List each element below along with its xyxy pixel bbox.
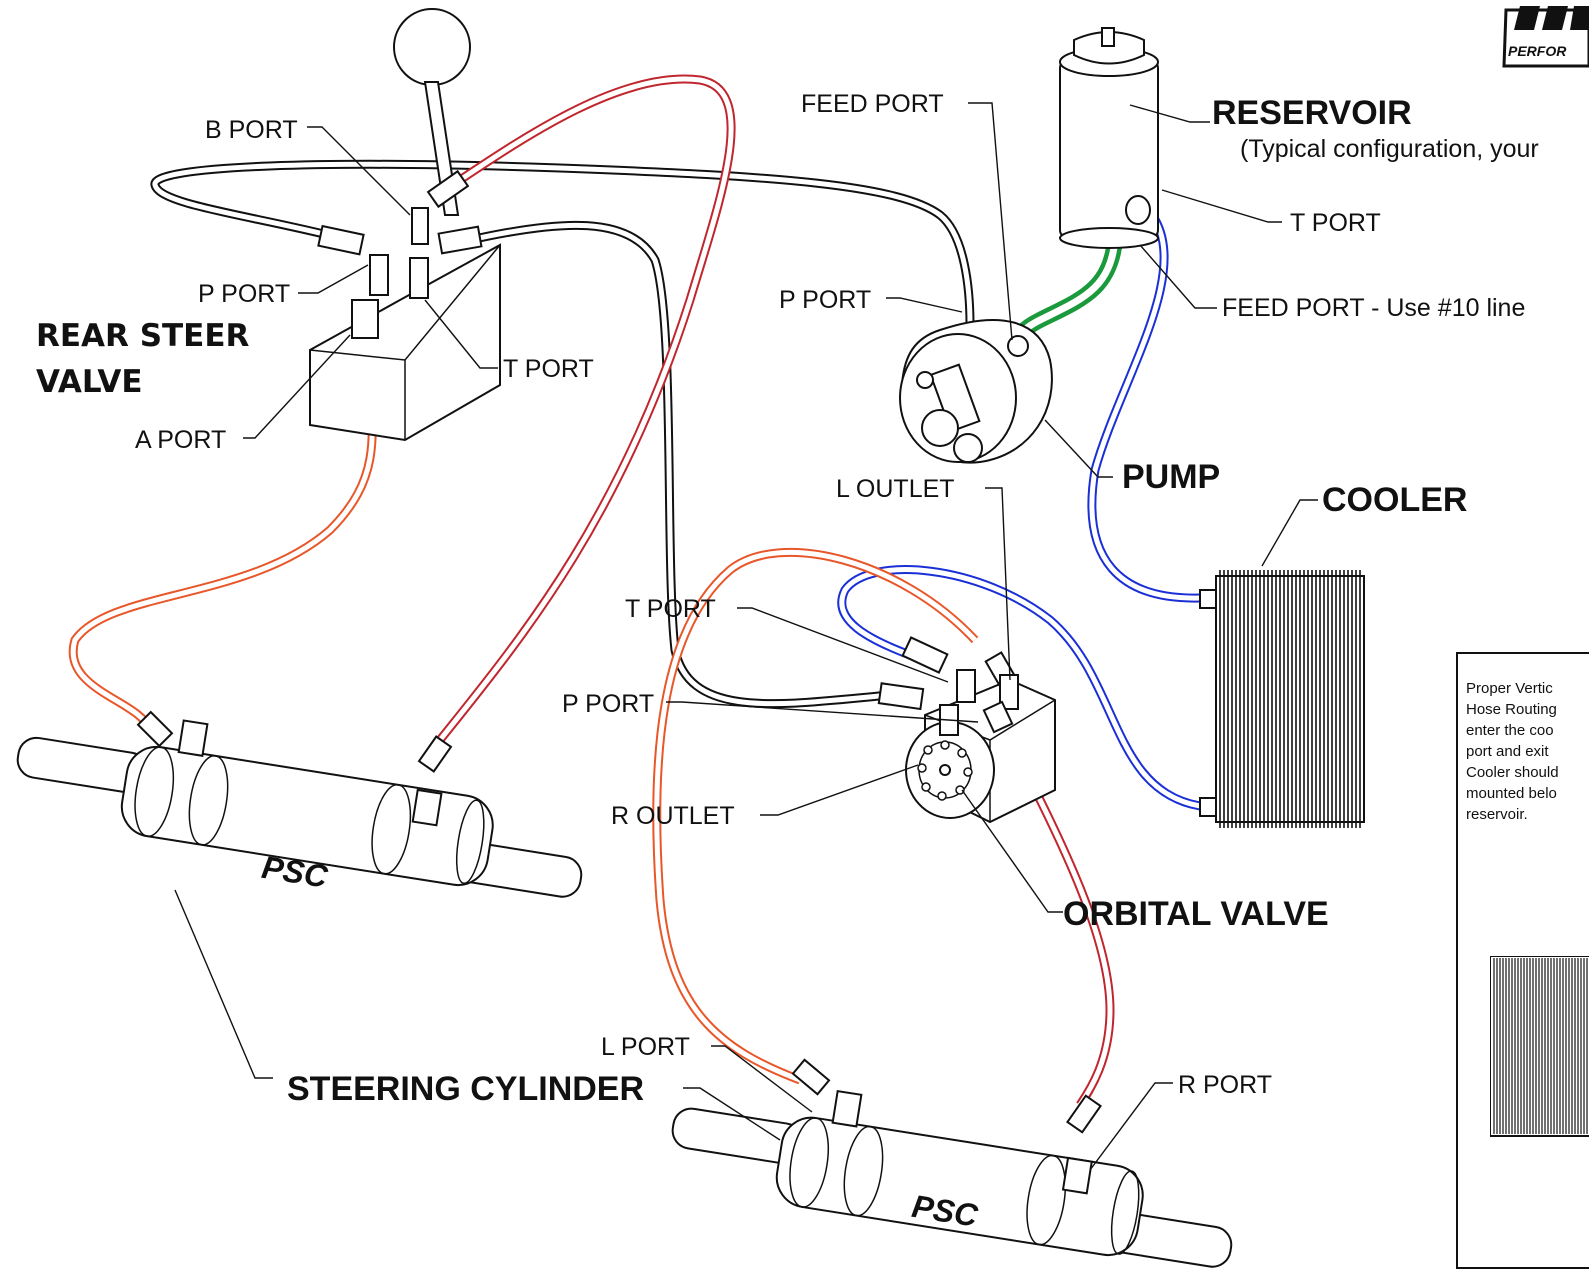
label-p-port-orbital: P PORT: [562, 690, 654, 718]
label-l-port: L PORT: [601, 1033, 690, 1061]
cooler-mini-icon: [1490, 956, 1589, 1137]
front-steering-cylinder: [671, 1058, 1233, 1268]
shifter-knob: [393, 8, 471, 86]
note-line-7: reservoir.: [1466, 806, 1528, 823]
leader-lines: [174, 102, 1318, 1171]
label-reservoir-sub: (Typical configuration, your: [1240, 135, 1539, 163]
label-feed-port-pump: FEED PORT: [801, 90, 944, 118]
note-line-2: Hose Routing: [1466, 701, 1557, 718]
logo-text: PERFOR: [1508, 43, 1567, 59]
rear-steer-valve: [309, 8, 501, 442]
hose-green-feed: [1009, 238, 1123, 350]
label-orbital-valve: ORBITAL VALVE: [1063, 895, 1329, 933]
note-line-4: port and exit: [1466, 743, 1549, 760]
brand-logo: PERFOR: [1502, 6, 1589, 68]
label-reservoir: RESERVOIR: [1212, 94, 1412, 132]
label-rear-steer-1: REAR STEER: [36, 318, 250, 354]
note-line-5: Cooler should: [1466, 764, 1559, 781]
note-line-6: mounted belo: [1466, 785, 1557, 802]
note-line-1: Proper Vertic: [1466, 680, 1553, 697]
label-p-port-pump: P PORT: [779, 286, 871, 314]
rear-steering-cylinder: [16, 710, 583, 898]
orbital-valve: [877, 636, 1056, 824]
label-r-port: R PORT: [1178, 1071, 1272, 1099]
label-r-outlet: R OUTLET: [611, 802, 735, 830]
label-l-outlet: L OUTLET: [836, 475, 955, 503]
cooler-routing-note: Proper Vertic Hose Routing enter the coo…: [1456, 652, 1589, 1269]
label-p-port-valve: P PORT: [198, 280, 290, 308]
label-b-port: B PORT: [205, 116, 298, 144]
hose-red-b-port: [436, 74, 736, 743]
label-cooler: COOLER: [1322, 481, 1467, 519]
cooler: [1199, 570, 1365, 828]
labels: B PORT P PORT T PORT A PORT REAR STEER V…: [36, 90, 1539, 1234]
note-line-3: enter the coo: [1466, 722, 1554, 739]
label-feed-port-reservoir: FEED PORT - Use #10 line: [1222, 294, 1525, 322]
cooler-fins: [1219, 570, 1361, 828]
label-a-port: A PORT: [135, 426, 226, 454]
label-t-port-valve: T PORT: [503, 355, 594, 383]
label-steering-cylinder: STEERING CYLINDER: [287, 1070, 644, 1108]
reservoir: [1059, 27, 1159, 249]
fitting-a-port: [351, 299, 379, 339]
label-rear-steer-2: VALVE: [36, 364, 143, 400]
label-pump: PUMP: [1122, 458, 1220, 496]
fitting-b-port: [411, 207, 429, 245]
label-t-port-reservoir: T PORT: [1290, 209, 1381, 237]
label-t-port-orbital: T PORT: [625, 595, 716, 623]
hose-lines: [68, 74, 1201, 1108]
pump: [899, 319, 1053, 464]
